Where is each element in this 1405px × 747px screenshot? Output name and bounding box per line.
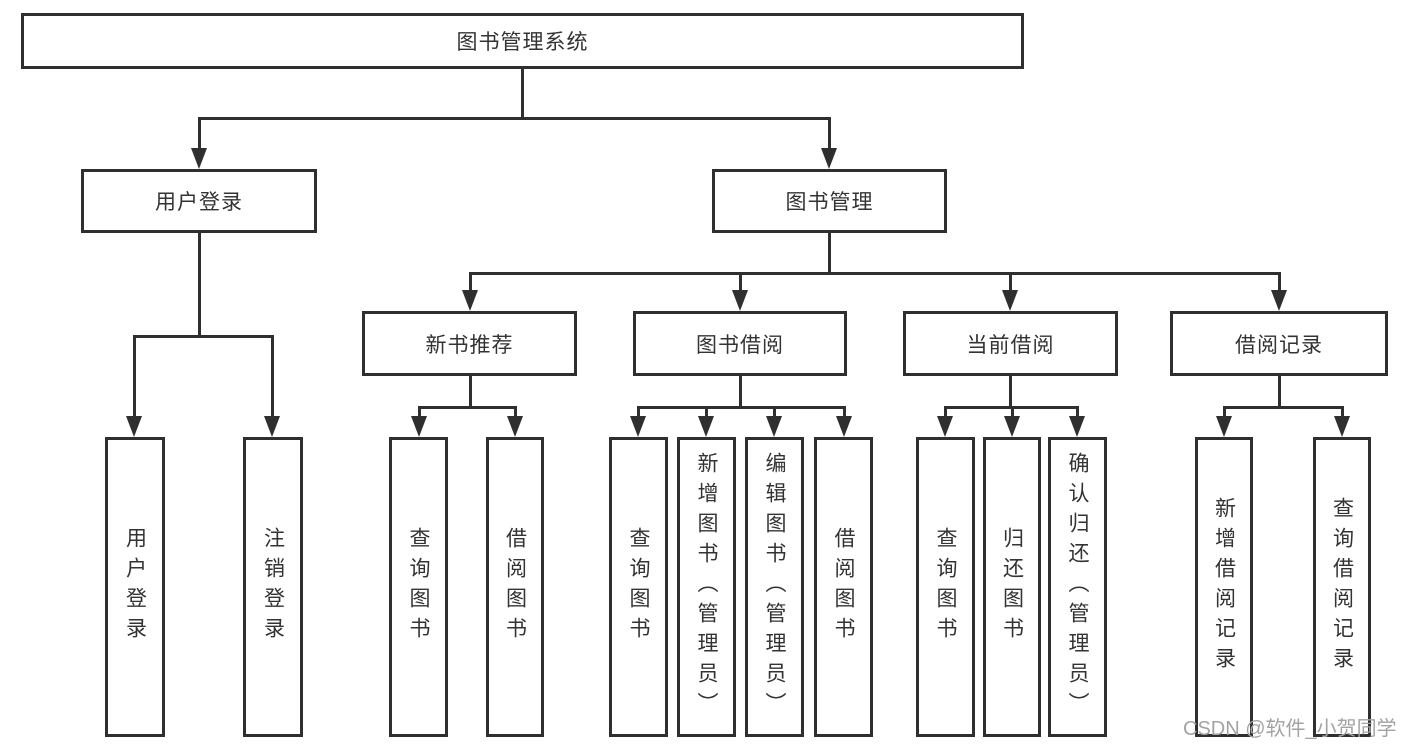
leaf-label: 确认归还（管理员） xyxy=(1066,452,1089,722)
arrow-down-icon xyxy=(1002,290,1018,311)
node-borrowing-records: 借阅记录 xyxy=(1170,311,1388,376)
leaf-label: 查询借阅记录 xyxy=(1330,497,1354,677)
leaf-label: 编辑图书（管理员） xyxy=(763,452,786,722)
leaf-label: 查询图书 xyxy=(934,527,957,647)
leaf-user-login: 用户登录 xyxy=(105,437,165,737)
node-book-borrowing: 图书借阅 xyxy=(633,311,847,376)
arrow-down-icon xyxy=(1271,290,1287,311)
arrow-down-icon xyxy=(937,416,953,437)
node-borrowing-records-label: 借阅记录 xyxy=(1235,333,1323,357)
node-root: 图书管理系统 xyxy=(21,13,1024,69)
connector-line xyxy=(469,272,1280,275)
node-current-borrowing: 当前借阅 xyxy=(903,311,1118,376)
connector-line xyxy=(418,406,516,409)
leaf-label: 注销登录 xyxy=(261,527,285,647)
arrow-down-icon xyxy=(191,148,207,169)
connector-line xyxy=(469,376,472,408)
arrow-down-icon xyxy=(766,416,782,437)
arrow-down-icon xyxy=(1216,416,1232,437)
arrow-down-icon xyxy=(411,416,427,437)
node-new-book-recommend-label: 新书推荐 xyxy=(425,333,514,357)
leaf-logout: 注销登录 xyxy=(243,437,303,737)
node-root-label: 图书管理系统 xyxy=(456,31,589,54)
arrow-down-icon xyxy=(1004,416,1020,437)
connector-line xyxy=(1223,406,1343,409)
arrow-down-icon xyxy=(264,416,280,437)
leaf-add-borrow-record: 新增借阅记录 xyxy=(1195,437,1253,737)
leaf-add-books-admin: 新增图书（管理员） xyxy=(677,437,736,737)
arrow-down-icon xyxy=(630,416,646,437)
connector-line xyxy=(1278,272,1281,302)
leaf-confirm-return-admin: 确认归还（管理员） xyxy=(1048,437,1107,737)
leaf-query-books-2: 查询图书 xyxy=(609,437,668,737)
leaf-label: 新增图书（管理员） xyxy=(695,452,718,722)
node-book-borrowing-label: 图书借阅 xyxy=(696,333,784,357)
connector-line xyxy=(637,406,845,409)
connector-line xyxy=(198,117,201,159)
leaf-return-books: 归还图书 xyxy=(983,437,1041,737)
leaf-label: 查询图书 xyxy=(407,527,430,647)
node-current-borrowing-label: 当前借阅 xyxy=(966,333,1055,357)
leaf-label: 归还图书 xyxy=(1000,527,1024,647)
leaf-label: 用户登录 xyxy=(123,527,147,647)
connector-line xyxy=(133,335,273,338)
arrow-down-icon xyxy=(821,148,837,169)
arrow-down-icon xyxy=(462,290,478,311)
leaf-label: 借阅图书 xyxy=(503,527,527,647)
connector-line xyxy=(828,117,831,159)
connector-line xyxy=(271,335,274,427)
arrow-down-icon xyxy=(836,416,852,437)
connector-line xyxy=(469,272,472,302)
leaf-label: 查询图书 xyxy=(627,527,650,647)
connector-line xyxy=(739,272,742,302)
connector-line xyxy=(1278,376,1281,408)
connector-line xyxy=(1009,376,1012,408)
arrow-down-icon xyxy=(507,416,523,437)
arrow-down-icon xyxy=(1334,416,1350,437)
csdn-watermark: CSDN @软件_小贺同学 xyxy=(1183,718,1397,740)
connector-line xyxy=(828,233,831,274)
leaf-label: 借阅图书 xyxy=(832,527,855,647)
arrow-down-icon xyxy=(732,290,748,311)
connector-line xyxy=(1009,272,1012,302)
arrow-down-icon xyxy=(126,416,142,437)
leaf-query-borrow-record: 查询借阅记录 xyxy=(1313,437,1371,737)
connector-line xyxy=(521,68,524,118)
leaf-query-books-1: 查询图书 xyxy=(389,437,448,737)
leaf-edit-books-admin: 编辑图书（管理员） xyxy=(745,437,804,737)
arrow-down-icon xyxy=(1069,416,1085,437)
leaf-query-books-3: 查询图书 xyxy=(916,437,975,737)
connector-line xyxy=(198,117,830,120)
leaf-borrow-books-2: 借阅图书 xyxy=(814,437,873,737)
connector-line xyxy=(198,233,201,337)
leaf-borrow-books-1: 借阅图书 xyxy=(486,437,544,737)
arrow-down-icon xyxy=(698,416,714,437)
node-book-management: 图书管理 xyxy=(712,169,947,233)
node-book-management-label: 图书管理 xyxy=(785,191,874,214)
connector-line xyxy=(739,376,742,408)
connector-line xyxy=(133,335,136,427)
node-user-login: 用户登录 xyxy=(81,169,317,233)
node-user-login-label: 用户登录 xyxy=(155,191,243,214)
node-new-book-recommend: 新书推荐 xyxy=(362,311,577,376)
leaf-label: 新增借阅记录 xyxy=(1212,497,1236,677)
